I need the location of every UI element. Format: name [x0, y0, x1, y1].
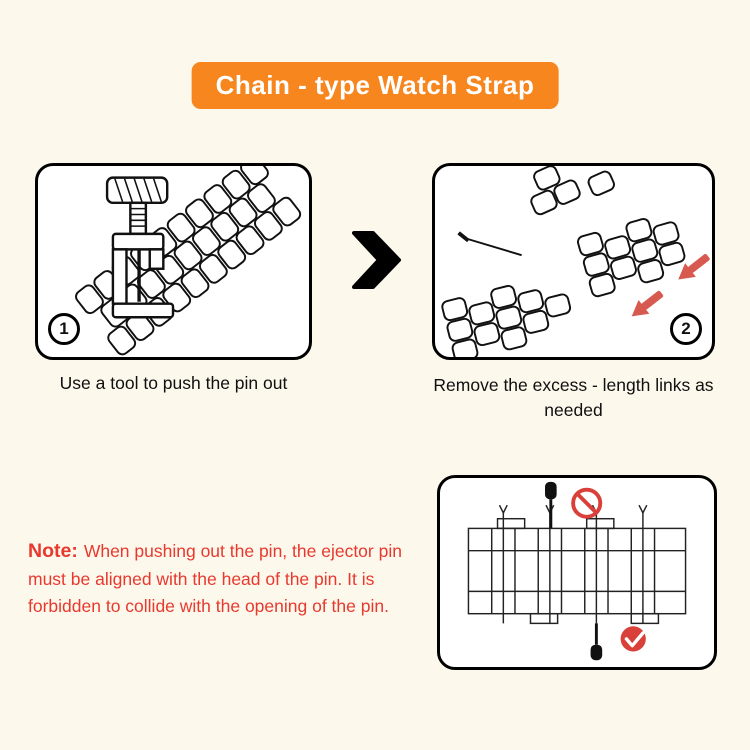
step1-panel: 1 — [35, 163, 312, 360]
check-icon — [620, 626, 646, 652]
red-arrow-icon — [631, 290, 664, 317]
pin-tool-illustration — [72, 166, 304, 357]
page-title: Chain - type Watch Strap — [215, 70, 535, 100]
step2-panel: 2 — [432, 163, 715, 360]
alignment-panel — [437, 475, 717, 670]
link-remover-tool — [105, 176, 175, 319]
step1-caption: Use a tool to push the pin out — [59, 373, 288, 393]
links-removal-illustration — [440, 166, 710, 357]
note-text: Note:When pushing out the pin, the eject… — [28, 536, 440, 620]
pin-alignment-diagram — [467, 481, 687, 661]
step2-number: 2 — [681, 319, 691, 338]
step1-number-badge: 1 — [48, 313, 80, 345]
loose-pin — [457, 231, 522, 257]
no-entry-icon — [571, 487, 603, 519]
red-arrow-icon — [678, 253, 710, 280]
bottom-ejector-pin — [590, 623, 603, 661]
step1-number: 1 — [59, 319, 69, 338]
top-ejector-pin — [545, 481, 557, 529]
note-label: Note: — [28, 540, 78, 562]
chevron-right-icon — [352, 231, 401, 289]
step2-caption: Remove the excess - length links as need… — [433, 375, 714, 420]
note-body: When pushing out the pin, the ejector pi… — [28, 541, 402, 617]
title-banner: Chain - type Watch Strap — [191, 62, 559, 109]
step2-number-badge: 2 — [670, 313, 702, 345]
